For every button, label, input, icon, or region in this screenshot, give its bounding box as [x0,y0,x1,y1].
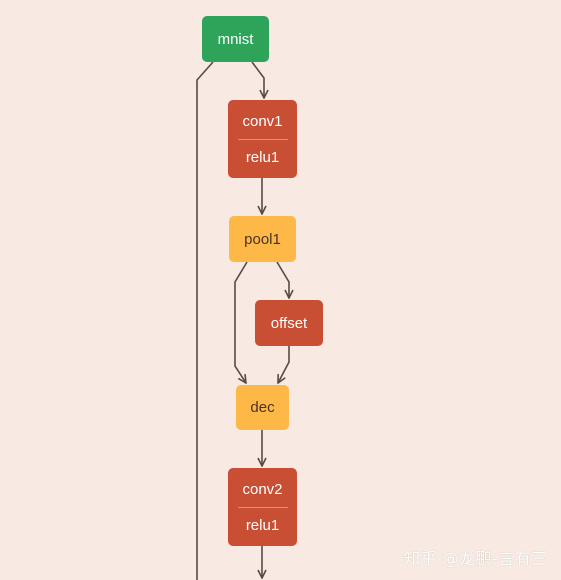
node-conv2-relu-label: relu1 [245,516,280,534]
node-dec: dec [236,385,289,430]
edge-offset-dec [278,346,290,383]
node-conv2: conv2 relu1 [228,468,297,546]
edge-mnist-bypass [196,61,214,580]
node-pool1: pool1 [229,216,296,262]
node-conv1: conv1 relu1 [228,100,297,178]
edge-mnist-conv1 [251,61,264,98]
node-conv2-divider [237,506,288,508]
edge-pool1-offset [276,261,289,298]
node-pool1-label: pool1 [244,230,281,248]
node-conv1-divider [237,138,288,140]
node-mnist: mnist [202,16,269,62]
node-mnist-label: mnist [217,30,254,48]
node-offset: offset [255,300,323,346]
node-conv1-label: conv1 [242,112,283,130]
node-dec-label: dec [250,399,275,416]
node-conv2-label: conv2 [242,480,283,498]
edge-pool1-dec [234,261,248,383]
node-relu1-label: relu1 [245,148,280,166]
watermark: 知乎 @龙鹏-言有三 [404,549,548,568]
node-offset-label: offset [270,314,308,332]
